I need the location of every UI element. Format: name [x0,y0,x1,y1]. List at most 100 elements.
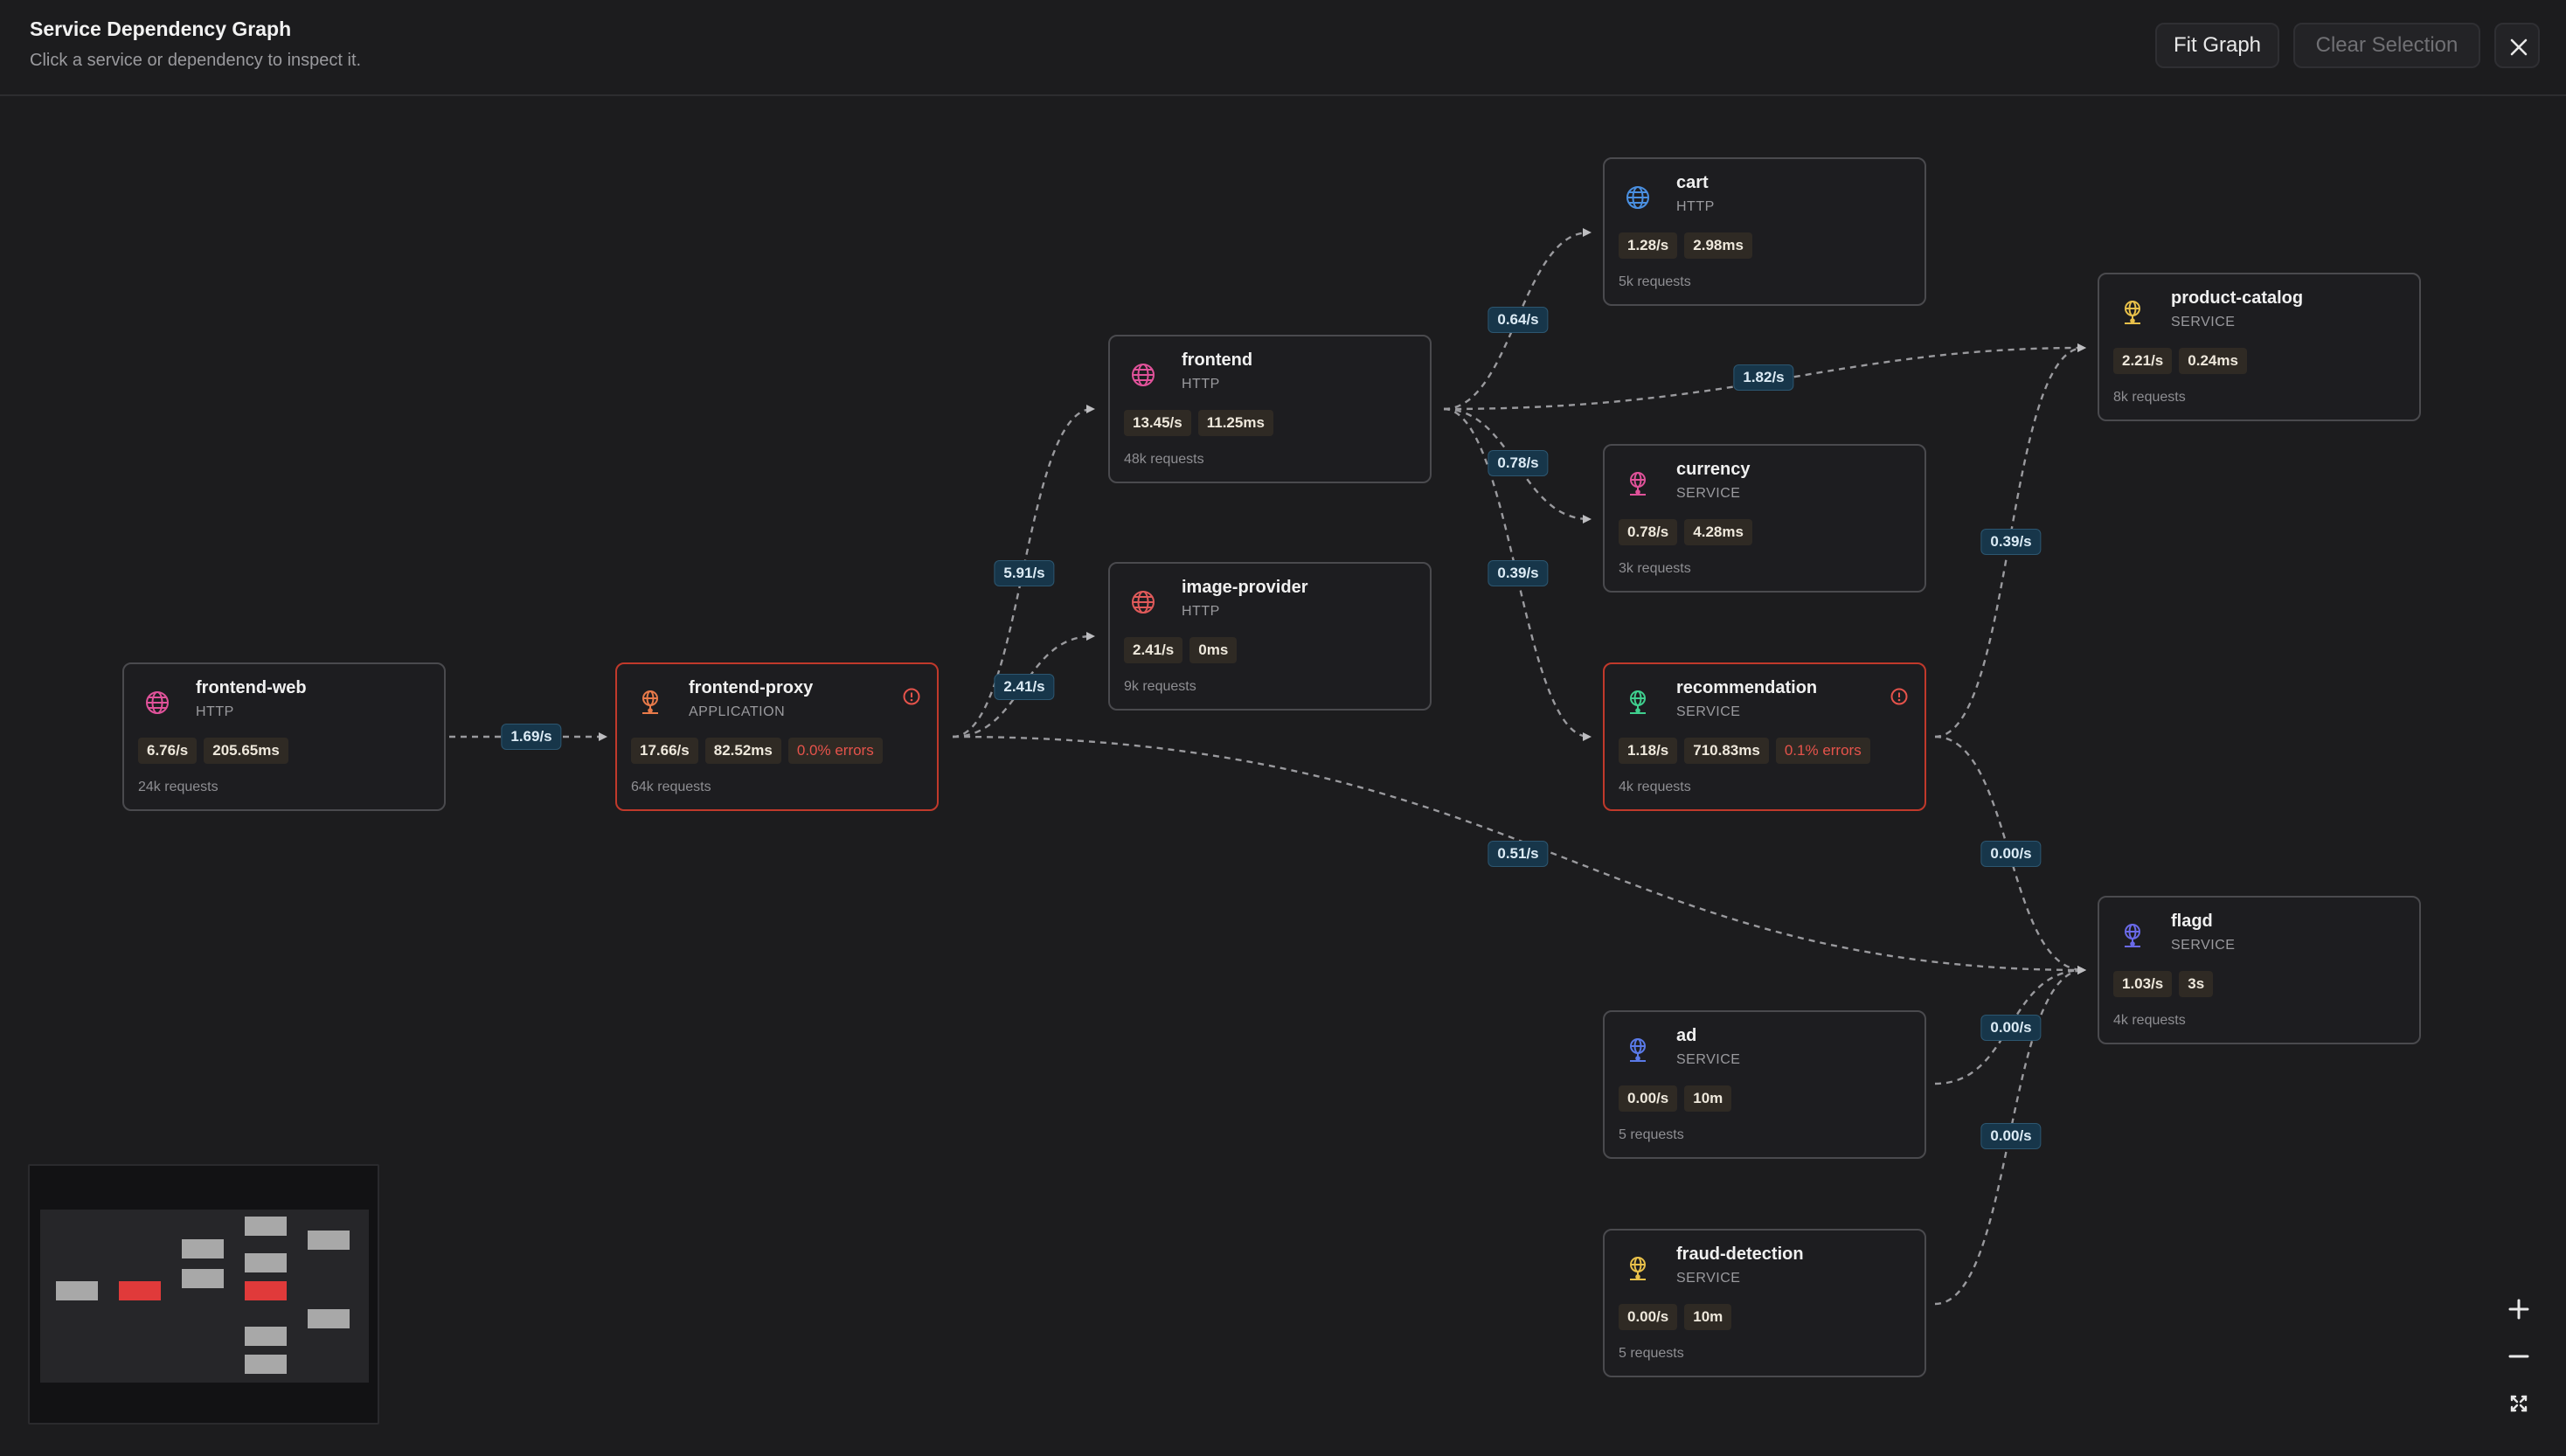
node-type: SERVICE [2171,938,2236,953]
node-name: cart [1676,173,1709,192]
request-count: 5 requests [1619,1127,1684,1142]
edge-recommendation-to-flagd[interactable] [1934,735,2086,974]
node-name: flagd [2171,912,2213,931]
minimap-viewport[interactable] [40,1210,369,1383]
latency-badge: 11.25ms [1197,410,1273,436]
node-name: recommendation [1676,678,1818,697]
fit-view-button[interactable] [2496,1381,2542,1426]
node-type: SERVICE [2171,315,2236,329]
node-type: SERVICE [1676,1052,1741,1067]
edge-label[interactable]: 0.51/s [1488,841,1549,867]
node-name: frontend [1182,350,1253,370]
node-product-catalog[interactable]: product-catalog SERVICE 2.21/s 0.24ms 8k… [2098,273,2421,421]
node-name: currency [1676,460,1751,479]
minimap-node [182,1269,224,1288]
node-name: ad [1676,1026,1697,1045]
globe-icon [1132,364,1155,386]
node-type: HTTP [1676,199,1715,214]
page-subtitle: Click a service or dependency to inspect… [30,51,362,70]
minimap-node [308,1309,350,1328]
latency-badge: 0ms [1189,637,1238,663]
request-count: 24k requests [138,780,218,794]
node-name: frontend-web [196,678,307,697]
error-rate-badge: 0.0% errors [787,738,883,764]
zoom-out-button[interactable] [2496,1334,2542,1379]
minimap-node [308,1231,350,1250]
edge-label[interactable]: 0.39/s [1980,529,2042,555]
service-icon [1630,1038,1646,1062]
edge-label[interactable]: 1.69/s [501,724,562,750]
edge-frontend-proxy-to-flagd[interactable] [952,735,2086,974]
latency-badge: 205.65ms [204,738,288,764]
node-flagd[interactable]: flagd SERVICE 1.03/s 3s 4k requests [2098,896,2421,1044]
globe-icon [146,691,169,714]
node-name: frontend-proxy [689,678,814,697]
latency-badge: 2.98ms [1684,232,1752,259]
close-button[interactable] [2494,23,2540,68]
node-type: HTTP [1182,377,1220,392]
rate-badge: 2.21/s [2113,348,2173,374]
latency-badge: 4.28ms [1684,519,1752,545]
edge-label[interactable]: 0.39/s [1488,560,1549,586]
rate-badge: 1.18/s [1619,738,1678,764]
latency-badge: 3s [2179,971,2214,997]
request-count: 4k requests [2113,1013,2186,1028]
edge-fraud-detection-to-flagd[interactable] [1934,966,2086,1306]
latency-badge: 82.52ms [704,738,781,764]
edge-ad-to-flagd[interactable] [1934,966,2086,1085]
node-frontend-proxy[interactable]: frontend-proxy APPLICATION 17.66/s 82.52… [615,662,939,811]
rate-badge: 6.76/s [138,738,198,764]
alert-circle-icon [903,688,920,705]
rate-badge: 1.28/s [1619,232,1678,259]
edge-label[interactable]: 0.78/s [1488,450,1549,476]
node-cart[interactable]: cart HTTP 1.28/s 2.98ms 5k requests [1603,157,1926,306]
node-type: SERVICE [1676,486,1741,501]
edge-label[interactable]: 2.41/s [994,674,1055,700]
request-count: 4k requests [1619,780,1691,794]
edge-label[interactable]: 0.00/s [1980,841,2042,867]
latency-badge: 710.83ms [1684,738,1769,764]
node-ad[interactable]: ad SERVICE 0.00/s 10m 5 requests [1603,1010,1926,1159]
edge-label[interactable]: 0.64/s [1488,307,1549,333]
header-bar: Service Dependency Graph Click a service… [0,0,2566,96]
edge-frontend-proxy-to-image-provider[interactable] [952,632,1095,738]
node-recommendation[interactable]: recommendation SERVICE 1.18/s 710.83ms 0… [1603,662,1926,811]
globe-icon [1132,591,1155,614]
request-count: 8k requests [2113,390,2186,405]
zoom-in-button[interactable] [2496,1286,2542,1332]
error-rate-badge: 0.1% errors [1775,738,1870,764]
fit-graph-button[interactable]: Fit Graph [2155,23,2279,68]
rate-badge: 0.00/s [1619,1304,1678,1330]
node-fraud-detection[interactable]: fraud-detection SERVICE 0.00/s 10m 5 req… [1603,1229,1926,1377]
service-icon [1630,472,1646,496]
rate-badge: 0.78/s [1619,519,1678,545]
edge-label[interactable]: 5.91/s [994,560,1055,586]
node-type: APPLICATION [689,704,786,719]
minus-icon [2508,1355,2529,1358]
node-currency[interactable]: currency SERVICE 0.78/s 4.28ms 3k reques… [1603,444,1926,593]
request-count: 64k requests [631,780,711,794]
latency-badge: 10m [1684,1304,1732,1330]
alert-circle-icon [1890,688,1908,705]
node-frontend-web[interactable]: frontend-web HTTP 6.76/s 205.65ms 24k re… [122,662,446,811]
service-icon [2125,301,2140,324]
minimap[interactable] [28,1164,379,1425]
minimap-node [56,1281,98,1300]
edge-frontend-to-cart[interactable] [1443,228,1592,411]
edge-label[interactable]: 1.82/s [1733,364,1794,391]
rate-badge: 1.03/s [2113,971,2173,997]
edge-label[interactable]: 0.00/s [1980,1015,2042,1041]
rate-badge: 0.00/s [1619,1085,1678,1112]
minimap-node [245,1253,287,1272]
latency-badge: 0.24ms [2179,348,2247,374]
page-title: Service Dependency Graph [30,17,292,40]
rate-badge: 2.41/s [1124,637,1183,663]
request-count: 5k requests [1619,274,1691,289]
edge-label[interactable]: 0.00/s [1980,1123,2042,1149]
minimap-node [182,1239,224,1258]
node-type: HTTP [196,704,234,719]
node-image-provider[interactable]: image-provider HTTP 2.41/s 0ms 9k reques… [1108,562,1432,711]
node-frontend[interactable]: frontend HTTP 13.45/s 11.25ms 48k reques… [1108,335,1432,483]
service-icon [2125,924,2140,947]
clear-selection-button[interactable]: Clear Selection [2293,23,2480,68]
